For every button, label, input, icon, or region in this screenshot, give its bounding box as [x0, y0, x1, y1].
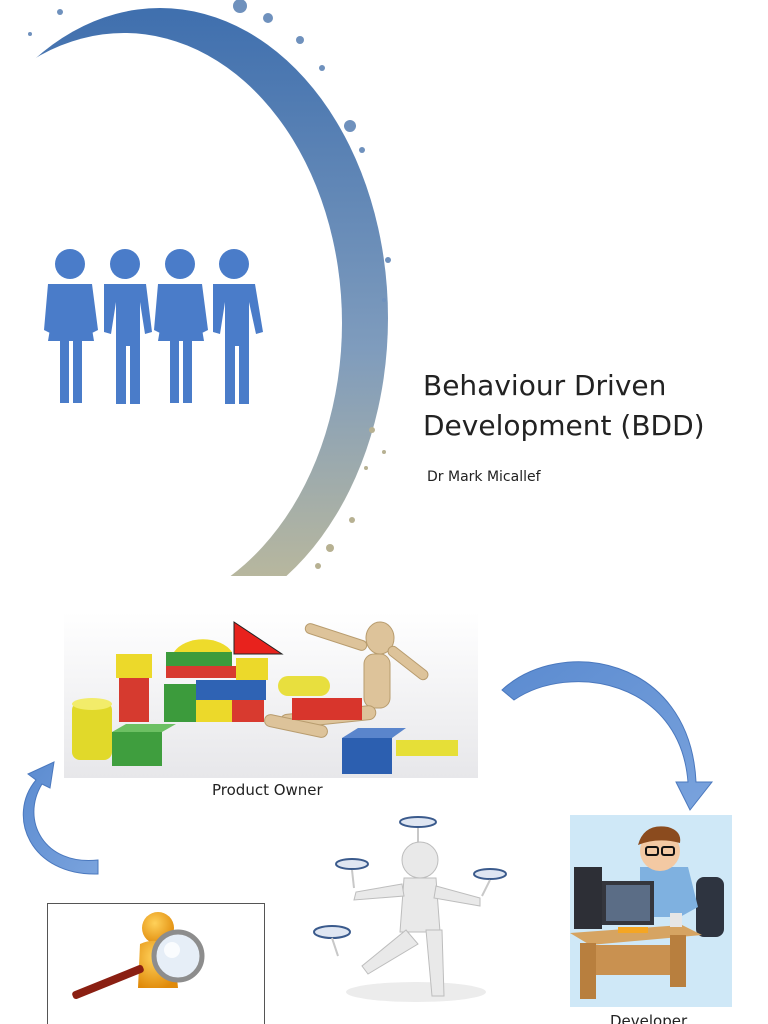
magnifier-figure-image [72, 912, 205, 1000]
roles-slide: Product Owner Develo [0, 576, 768, 1024]
author-name: Dr Mark Micallef [427, 469, 541, 485]
team-of-four-people-icon [44, 249, 263, 404]
juggling-figure-image [306, 816, 514, 1012]
developer-caption: Developer [610, 1012, 688, 1024]
title-line-1: Behaviour Driven [423, 369, 667, 402]
product-owner-caption: Product Owner [212, 781, 323, 799]
process-arrows [22, 661, 714, 875]
title-slide: Behaviour Driven Development (BDD) Dr Ma… [0, 0, 753, 576]
curved-arrow-right-icon [501, 661, 714, 811]
title-line-2: Development (BDD) [423, 409, 705, 442]
developer-image [570, 815, 732, 1007]
tester-image-frame [47, 903, 265, 1024]
slide-title: Behaviour Driven Development (BDD) [423, 366, 753, 446]
toy-blocks-image [64, 612, 478, 778]
brush-ring-decoration [0, 0, 391, 576]
curved-arrow-left-icon [22, 761, 99, 875]
